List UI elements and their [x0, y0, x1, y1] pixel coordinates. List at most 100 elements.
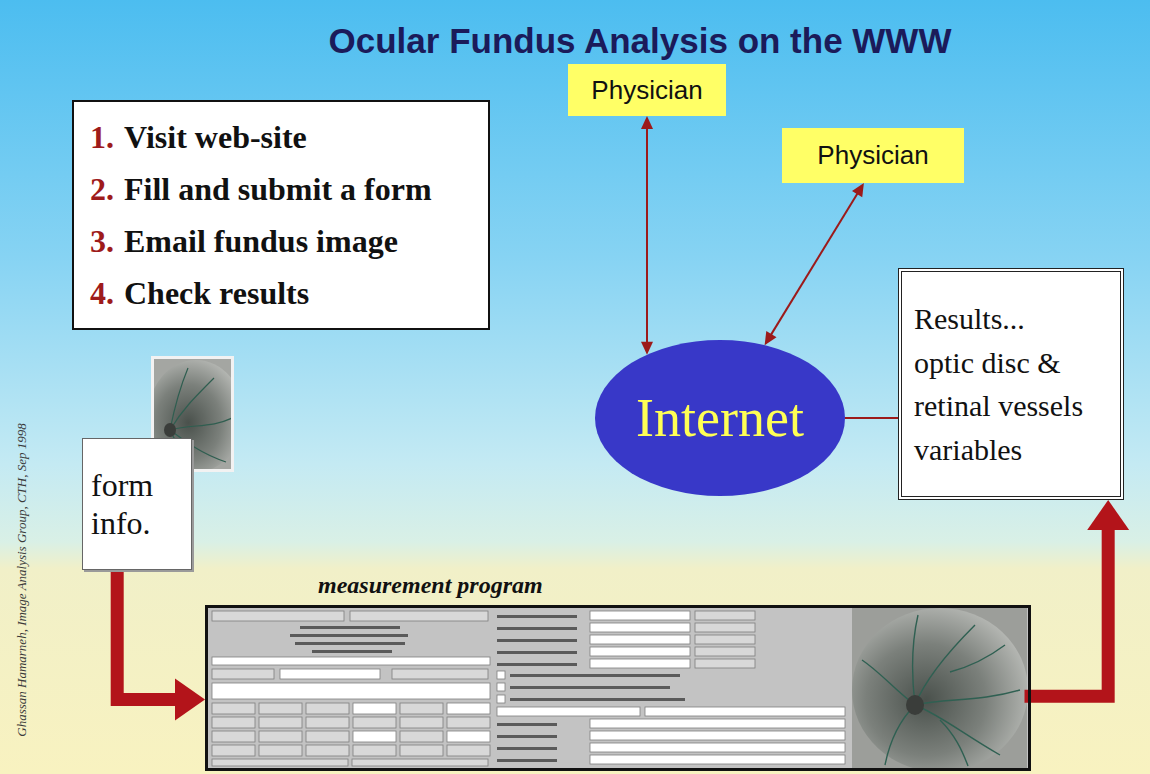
program-screenshot-part: [212, 731, 255, 742]
connector: [845, 418, 898, 419]
program-screenshot-part: [447, 745, 490, 756]
arrow-head: [641, 342, 653, 355]
connector-line: [117, 570, 184, 700]
program-screenshot-part: [212, 669, 274, 679]
program-screenshot-part: [212, 745, 255, 756]
program-screenshot-part: [259, 703, 302, 714]
program-screenshot-part: [590, 719, 845, 728]
ellipse-fill: [595, 340, 845, 496]
step-number: 2.: [90, 163, 114, 215]
step-number: 4.: [90, 267, 114, 319]
program-screenshot-part: [510, 698, 685, 701]
program-screenshot-part: [212, 683, 490, 699]
program-screenshot-part: [400, 717, 443, 728]
connector: [1031, 500, 1129, 696]
program-screenshot-part: [259, 731, 302, 742]
program-screenshot-part: [212, 657, 490, 665]
fundus-thumbnail-part: [164, 423, 176, 437]
program-screenshot-part: [510, 674, 680, 677]
fundus-image-part: [852, 608, 1027, 768]
program-screenshot-part: [510, 686, 670, 689]
step-text: Visit web-site: [124, 111, 432, 163]
program-screenshot-part: [400, 731, 443, 742]
results-text: Results... optic disc & retinal vessels …: [914, 297, 1092, 471]
arrow-head: [641, 116, 653, 129]
program-screenshot-part: [300, 626, 400, 629]
connector-line: [769, 191, 859, 338]
program-screenshot-part: [392, 669, 488, 679]
credit-note: Ghassan Hamarneh, Image Analysis Group, …: [14, 410, 30, 750]
connector: [117, 570, 205, 721]
program-screenshot-part: [447, 717, 490, 728]
fundus-image-part: [862, 615, 1020, 766]
program-screenshot-part: [590, 635, 690, 644]
program-screenshot-part: [497, 671, 505, 679]
program-screenshot-part: [695, 623, 755, 632]
program-screenshot-part: [447, 731, 490, 742]
program-screenshot-part: [695, 647, 755, 656]
program-screenshot-part: [645, 707, 845, 716]
program-screenshot-part: [590, 731, 845, 740]
fundus-image-part: [906, 695, 924, 715]
program-screenshot-part: [497, 707, 640, 716]
program-screenshot-part: [497, 747, 557, 750]
program-screenshot-part: [590, 623, 690, 632]
program-screenshot-part: [212, 717, 255, 728]
program-screenshot-part: [400, 745, 443, 756]
program-screenshot-part: [695, 659, 755, 668]
form-info-text: form info.: [91, 466, 183, 543]
program-screenshot-part: [350, 611, 488, 621]
program-screenshot-part: [447, 703, 490, 714]
program-screenshot-part: [306, 703, 349, 714]
program-screenshot-part: [352, 759, 488, 766]
fundus-image: [852, 608, 1028, 772]
program-screenshot-part: [212, 703, 255, 714]
physician-box: Physician: [782, 128, 964, 183]
program-screenshot-part: [497, 663, 577, 666]
physician-label: Physician: [591, 75, 702, 106]
connector: [641, 116, 653, 355]
program-screenshot-part: [306, 731, 349, 742]
internet-ellipse: Internet: [595, 340, 845, 496]
step-text: Check results: [124, 267, 432, 319]
program-screenshot-part: [497, 627, 577, 630]
program-screenshot-part: [497, 735, 557, 738]
panel-heading: measurement program: [318, 571, 543, 599]
arrow-head: [175, 679, 205, 721]
program-screenshot-part: [590, 755, 845, 764]
program-screenshot-part: [590, 611, 690, 620]
steps-box: 1.Visit web-site2.Fill and submit a form…: [72, 100, 490, 330]
connector-line: [845, 417, 898, 419]
program-screenshot-part: [400, 703, 443, 714]
program-screenshot-part: [353, 717, 396, 728]
form-info-box: form info.: [82, 438, 192, 570]
program-screenshot-part: [295, 642, 405, 645]
physician-box: Physician: [568, 64, 726, 116]
program-screenshot-part: [353, 703, 396, 714]
fundus-image: [852, 608, 1027, 768]
program-screenshot-part: [590, 659, 690, 668]
program-screenshot-part: [497, 759, 557, 762]
program-screenshot-part: [353, 745, 396, 756]
arrow-head: [852, 183, 864, 197]
step-number: 3.: [90, 215, 114, 267]
program-screenshot-part: [212, 759, 348, 766]
diagram-title: Ocular Fundus Analysis on the WWW: [260, 20, 1020, 62]
program-screenshot-part: [497, 651, 577, 654]
internet-label: Internet: [636, 387, 804, 449]
program-screenshot-part: [497, 615, 577, 618]
program-screenshot-part: [306, 745, 349, 756]
program-screenshot-part: [259, 717, 302, 728]
connector-line: [646, 125, 648, 345]
program-screenshot-part: [590, 743, 845, 752]
program-screenshot-part: [497, 683, 505, 691]
program-screenshot-part: [312, 650, 392, 653]
step-text: Fill and submit a form: [124, 163, 432, 215]
program-screenshot-part: [306, 717, 349, 728]
program-panel: measurement program: [205, 605, 1031, 771]
program-screenshot-part: [695, 611, 755, 620]
step-number: 1.: [90, 111, 114, 163]
results-box: Results... optic disc & retinal vessels …: [898, 268, 1124, 500]
